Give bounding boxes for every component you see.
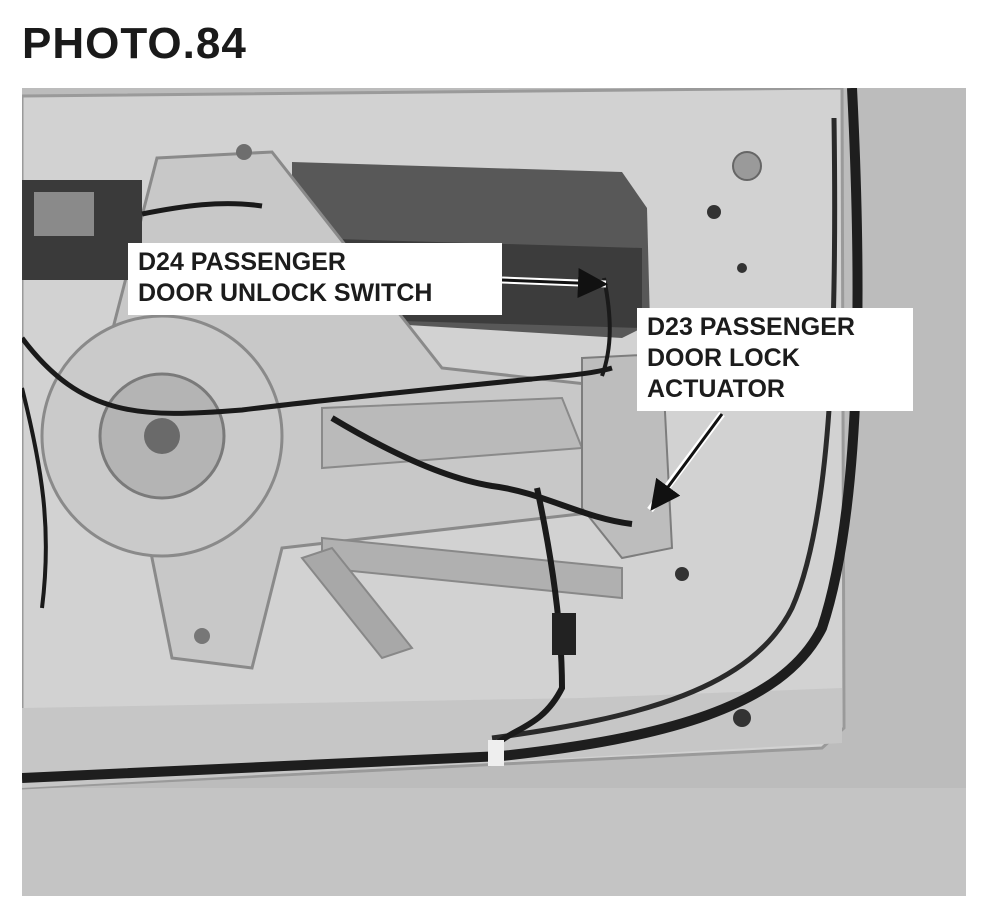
harness-clip [488,740,504,766]
wiring-harness [22,387,48,609]
page-heading: PHOTO.84 [22,19,247,68]
floor-area [22,788,966,896]
mounting-hole [236,144,252,160]
mounting-hole [707,205,721,219]
upper-switch-detail [34,192,94,236]
mounting-hole [675,567,689,581]
callout-unlock-line-2: DOOR UNLOCK SWITCH [138,279,433,307]
wiring-harness [141,201,263,217]
callout-lock-line-1: D23 PASSENGER [647,313,855,341]
lift-arm [300,546,414,660]
inner-seal [491,117,838,741]
callout-lock-line-3: ACTUATOR [647,375,785,403]
weatherstrip-seal [22,88,863,783]
wiring-harness [330,415,633,527]
callout-lock-actuator: D23 PASSENGER DOOR LOCK ACTUATOR [637,308,913,411]
callout-unlock-switch: D24 PASSENGER DOOR UNLOCK SWITCH [128,243,502,315]
regulator-center-bolt [144,418,180,454]
harness-connector [552,613,576,655]
wiring-harness [489,487,566,751]
mounting-hole [194,628,210,644]
wiring-harness [22,336,613,416]
mounting-hole [732,151,762,181]
callout-unlock-line-1: D24 PASSENGER [138,248,346,276]
door-interior-illustration [22,88,966,896]
mounting-hole [737,263,747,273]
door-photo [22,88,966,896]
callout-lock-line-2: DOOR LOCK [647,344,800,372]
mounting-hole [733,709,751,727]
